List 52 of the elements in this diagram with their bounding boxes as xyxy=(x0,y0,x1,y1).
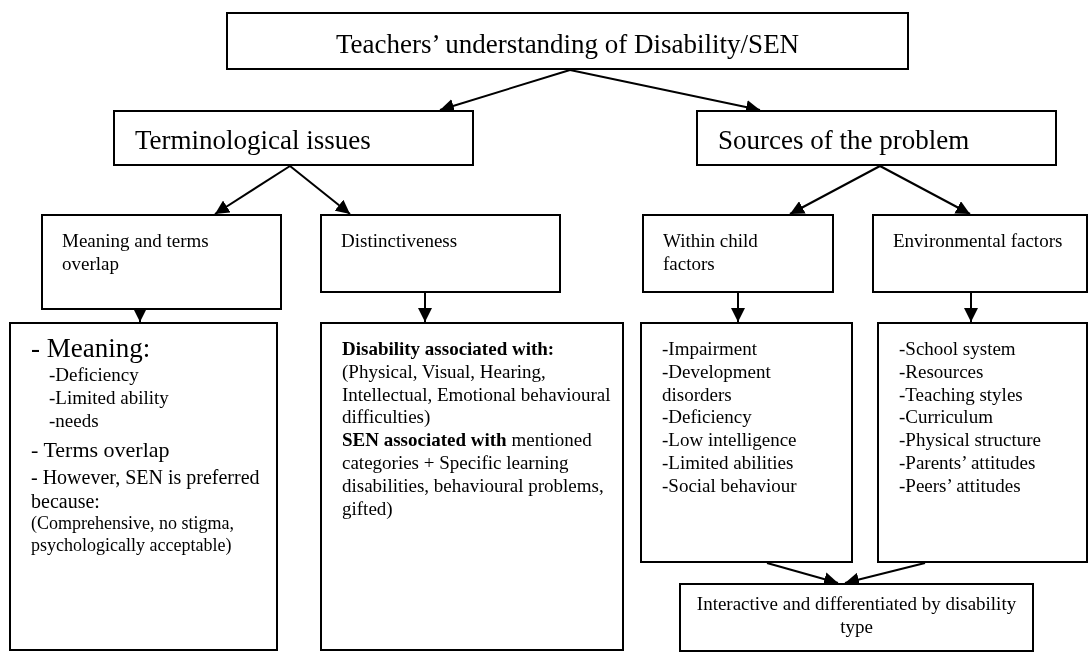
box-label: Distinctiveness xyxy=(341,230,459,253)
root-box xyxy=(226,12,909,70)
category-box xyxy=(113,110,474,166)
outcome-box xyxy=(679,583,1034,652)
list-item: -Physical structure xyxy=(899,429,1042,452)
box-label: Teachers’ understanding of Disability/SEN xyxy=(334,28,801,61)
box-label: Meaning and terms overlap xyxy=(62,230,210,276)
arrow xyxy=(789,165,881,215)
box-label: Sources of the problem xyxy=(718,124,971,157)
subcategory-box xyxy=(41,214,282,310)
list-item: -Deficiency xyxy=(662,406,753,430)
list-item: -Social behaviour xyxy=(662,474,798,498)
list-item: -Parents’ attitudes xyxy=(899,452,1037,475)
list-item: -Low intelligence xyxy=(662,429,798,452)
subcategory-box xyxy=(872,214,1088,293)
description-text: Disability associated with: (Physical, Visual, Hearing, Intellectual, Emotional behavioural difficulties) xyxy=(342,338,612,430)
list-item: - However, SEN is preferred because: xyxy=(31,465,261,514)
list-item: -Limited abilities xyxy=(662,452,795,475)
arrow xyxy=(439,69,571,113)
list-item: -needs xyxy=(48,410,100,433)
detail-box xyxy=(640,322,853,563)
list-item: -Resources xyxy=(899,360,985,384)
list-item: -Limited ability xyxy=(48,387,170,410)
description-text: SEN associated with mentioned categories + Specific learning disabilities, behavioural problems, gifted) xyxy=(342,429,605,521)
box-label: Terminological issues xyxy=(135,124,372,157)
detail-box xyxy=(320,322,624,651)
box-label: Environmental factors xyxy=(893,230,1064,253)
arrow xyxy=(418,292,432,323)
arrow xyxy=(731,292,745,323)
arrow xyxy=(964,292,978,323)
list-item: (Comprehensive, no stigma, psychologically acceptable) xyxy=(31,513,235,557)
arrow xyxy=(214,165,291,215)
list-item: - Meaning: xyxy=(31,332,152,365)
category-box xyxy=(696,110,1057,166)
arrow xyxy=(133,308,147,323)
detail-box xyxy=(9,322,278,651)
list-item: - Terms overlap xyxy=(31,436,171,464)
list-item: -Development disorders xyxy=(662,360,772,407)
arrow xyxy=(879,165,971,215)
arrow xyxy=(289,165,351,215)
list-item: -Deficiency xyxy=(48,364,140,388)
list-item: -School system xyxy=(899,338,1017,361)
box-label: Within child factors xyxy=(663,230,759,276)
subcategory-box xyxy=(320,214,561,293)
subcategory-box xyxy=(642,214,834,293)
list-item: -Curriculum xyxy=(899,406,994,430)
list-item: -Peers’ attitudes xyxy=(899,474,1022,498)
detail-box xyxy=(877,322,1088,563)
arrow xyxy=(766,562,839,586)
list-item: -Teaching styles xyxy=(899,383,1024,407)
box-label: Interactive and differentiated by disability type xyxy=(695,593,1018,639)
list-item: -Impairment xyxy=(662,338,758,361)
